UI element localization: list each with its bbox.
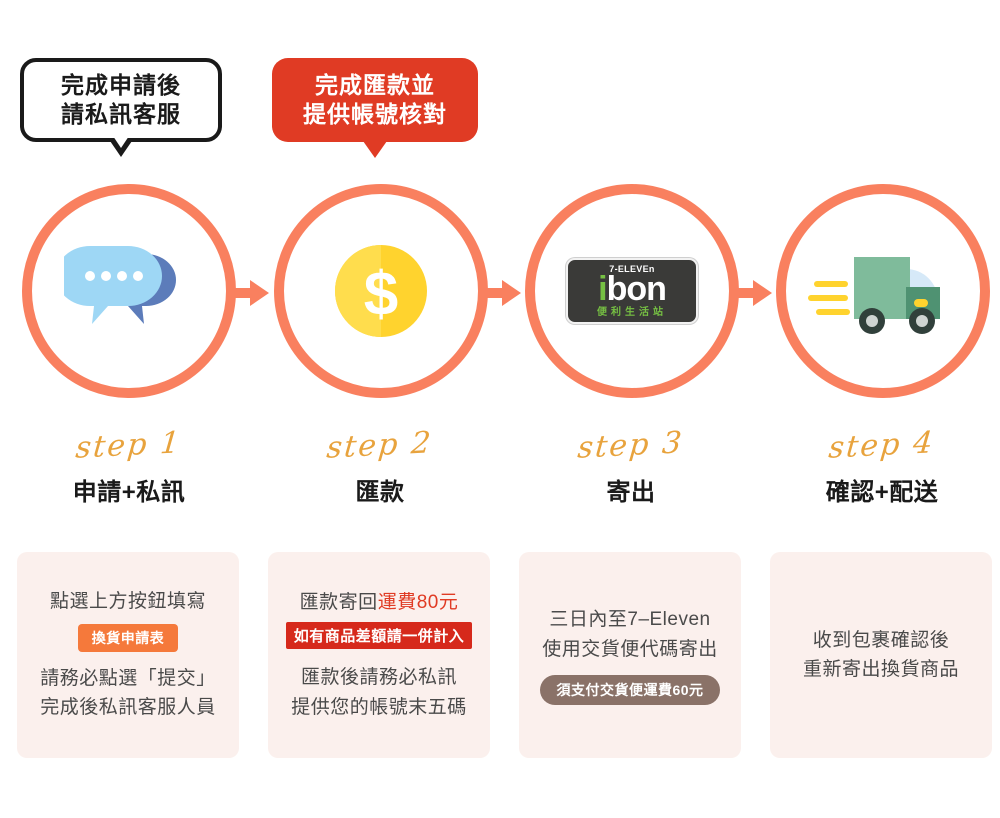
card2-fee-highlight: 運費80元 (377, 591, 459, 613)
step-label-4: step 4 確認+配送 (756, 424, 1000, 507)
step-card-2: 匯款寄回運費80元 如有商品差額請一併計入 匯款後請務必私訊 提供您的帳號末五碼 (268, 552, 490, 758)
step-title-4: 確認+配送 (825, 479, 939, 506)
card2-line1-prefix: 匯款寄回 (299, 591, 378, 613)
ibon-letters-bon: bon (606, 270, 667, 308)
card2-line1: 匯款寄回運費80元 (300, 588, 459, 617)
card1-line1: 點選上方按鈕填寫 (49, 591, 206, 613)
next-step-arrow-2 (480, 279, 522, 307)
card3-line2: 使用交貨便代碼寄出 (542, 638, 718, 660)
step-label-1: step 1 申請+私訊 (3, 424, 255, 507)
card1-line3: 完成後私訊客服人員 (40, 697, 216, 719)
step-card-4: 收到包裹確認後 重新寄出換貨商品 (770, 552, 992, 758)
step-circle-1 (22, 184, 236, 398)
callout-step2-line1: 完成匯款並 (315, 72, 435, 99)
step-title-3: 寄出 (606, 479, 656, 506)
card1-form-badge[interactable]: 換貨申請表 (77, 623, 179, 652)
ibon-wordmark: ibon (568, 271, 696, 307)
step-detail-cards: 點選上方按鈕填寫 換貨申請表 請務必點選「提交」 完成後私訊客服人員 匯款寄回運… (0, 552, 1000, 758)
step-circle-3: 7-ELEVEn ibon 便利生活站 (525, 184, 739, 398)
callout-step2: 完成匯款並 提供帳號核對 (272, 58, 478, 158)
step-circle-4 (776, 184, 990, 398)
step-label-3: step 3 寄出 (505, 424, 757, 507)
card4-line1: 收到包裹確認後 (812, 629, 950, 651)
step-title-2: 匯款 (355, 479, 405, 506)
callout-step2-line2: 提供帳號核對 (303, 101, 447, 127)
callout-tail-solid (363, 141, 387, 158)
step-script-1: step 1 (74, 425, 184, 466)
card3-line1: 三日內至7–Eleven (549, 609, 711, 631)
step-script-3: step 3 (576, 425, 686, 466)
callout-step1: 完成申請後 請私訊客服 (20, 58, 222, 157)
card4-line2: 重新寄出換貨商品 (802, 659, 959, 680)
step-script-2: step 2 (325, 425, 435, 466)
card1-line2: 請務必點選「提交」 (40, 667, 216, 689)
card2-line2: 匯款後請務必私訊 (300, 667, 457, 689)
step-label-2: step 2 匯款 (254, 424, 506, 507)
step-labels-row: step 1 申請+私訊 step 2 匯款 step 3 寄出 step 4 … (0, 424, 1000, 524)
delivery-truck-icon (808, 257, 940, 334)
next-step-arrow-1 (228, 279, 270, 307)
step-script-4: step 4 (827, 425, 937, 466)
card2-notice-badge: 如有商品差額請一併計入 (285, 622, 473, 650)
card2-line3: 提供您的帳號末五碼 (291, 696, 467, 718)
ibon-logo-icon: 7-ELEVEn ibon 便利生活站 (566, 258, 698, 324)
step-card-3: 三日內至7–Eleven 使用交貨便代碼寄出 須支付交貨便運費60元 (519, 552, 741, 758)
step-title-1: 申請+私訊 (72, 479, 186, 506)
ibon-letter-i: i (598, 270, 608, 308)
callout-step1-line1: 完成申請後 (61, 72, 181, 99)
step-icons-row: $ 7-ELEVEn ibon 便利生活站 (0, 184, 1000, 404)
callout-tail-outline-fill (113, 136, 129, 148)
dollar-coin-icon: $ (335, 245, 427, 337)
ibon-subtitle: 便利生活站 (597, 307, 667, 318)
next-step-arrow-3 (731, 279, 773, 307)
chat-bubbles-icon (64, 246, 176, 324)
card3-shipping-fee-badge: 須支付交貨便運費60元 (540, 674, 720, 705)
callout-step1-line2: 請私訊客服 (61, 101, 181, 127)
step-circle-2: $ (274, 184, 488, 398)
ibon-seven-eleven-text: 7-ELEVEn (609, 264, 655, 274)
svg-text:$: $ (364, 260, 398, 329)
step-card-1: 點選上方按鈕填寫 換貨申請表 請務必點選「提交」 完成後私訊客服人員 (17, 552, 239, 758)
